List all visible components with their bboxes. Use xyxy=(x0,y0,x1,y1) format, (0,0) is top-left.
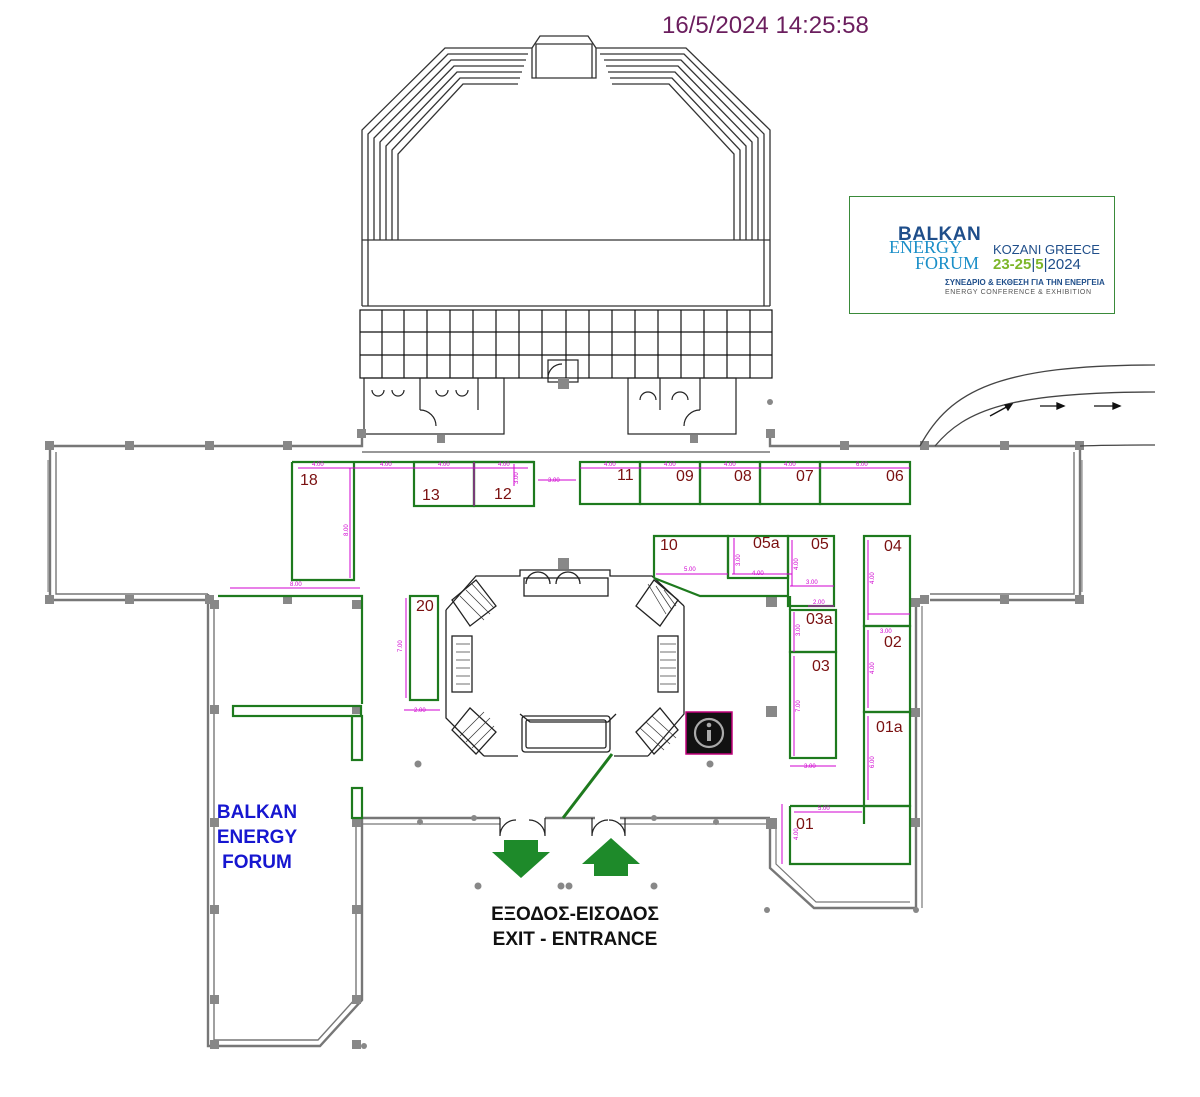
dim-02-v: 4.00 xyxy=(870,662,876,674)
booth-10: 10 xyxy=(660,537,678,554)
exit-label-greek: ΕΞΟΔΟΣ-ΕΙΣΟΔΟΣ xyxy=(491,904,659,925)
dim-09: 4.00 xyxy=(664,462,676,468)
dim-05-v: 4.00 xyxy=(794,558,800,570)
booth-20: 20 xyxy=(416,598,434,615)
dim-03a-v: 3.00 xyxy=(796,624,802,636)
dim-18-top: 4.00 xyxy=(312,462,324,468)
logo-subtitle-en: ENERGY CONFERENCE & EXHIBITION xyxy=(945,289,1092,296)
dim-06: 6.00 xyxy=(856,462,868,468)
restrooms xyxy=(363,359,737,435)
forum-area-line3: FORUM xyxy=(222,852,292,873)
logo-forum: FORUM xyxy=(915,253,980,273)
booth-13: 13 xyxy=(422,487,440,504)
stair-core xyxy=(445,569,685,757)
booth-03: 03 xyxy=(812,658,830,675)
info-icon xyxy=(693,717,725,749)
logo-date-year: 2024 xyxy=(1047,256,1081,273)
dim-01a-v: 6.00 xyxy=(870,756,876,768)
logo-date-days: 23-25 xyxy=(993,256,1032,273)
columns xyxy=(45,378,1084,1049)
dim-12-v: 3.00 xyxy=(514,472,520,484)
dim-02-w: 3.00 xyxy=(880,629,892,635)
exit-arrows xyxy=(492,838,640,878)
dim-08: 4.00 xyxy=(724,462,736,468)
logo-subtitle-gr: ΣΥΝΕΔΡΙΟ & ΕΚΘΕΣΗ ΓΙΑ ΤΗΝ ΕΝΕΡΓΕΙΑ xyxy=(945,278,1105,287)
booth-01a: 01a xyxy=(876,719,903,736)
up-arrow-icon xyxy=(582,838,640,876)
dim-18-bottom: 8.00 xyxy=(290,582,302,588)
dim-1312-b: 4.00 xyxy=(438,462,450,468)
access-road xyxy=(919,364,1156,447)
dim-07: 4.00 xyxy=(784,462,796,468)
dim-01-w: 5.00 xyxy=(818,806,830,812)
dim-20-w: 2.00 xyxy=(414,708,426,714)
exit-label-english: EXIT - ENTRANCE xyxy=(492,929,658,950)
forum-area-line2: ENERGY xyxy=(216,827,298,848)
building-walls xyxy=(47,434,1083,1048)
dim-1312-c: 4.00 xyxy=(498,462,510,468)
logo-date-month: 5 xyxy=(1035,256,1044,273)
dim-10: 5.00 xyxy=(684,567,696,573)
dim-20-v: 7.00 xyxy=(398,640,404,652)
booth-08: 08 xyxy=(734,468,752,485)
dim-01-v: 4.00 xyxy=(794,828,800,840)
booth-06: 06 xyxy=(886,468,904,485)
dim-18-v: 8.00 xyxy=(344,524,350,536)
booth-12: 12 xyxy=(494,486,512,503)
booth-01: 01 xyxy=(796,816,814,833)
forum-area-label: BALKAN ENERGY FORUM xyxy=(212,800,302,875)
walkway-line xyxy=(561,753,614,819)
booth-09: 09 xyxy=(676,468,694,485)
dimension-lines xyxy=(230,462,910,864)
dim-04-v: 4.00 xyxy=(870,572,876,584)
dim-11: 4.00 xyxy=(604,462,616,468)
info-point[interactable] xyxy=(685,711,733,755)
dim-05a-v: 3.00 xyxy=(736,554,742,566)
dimension-labels-vertical: 8.00 3.00 4.00 4.00 4.00 6.00 3.00 7.00 … xyxy=(344,472,876,840)
amphitheatre xyxy=(361,35,771,307)
stair-treads xyxy=(456,583,677,751)
booth-03a: 03a xyxy=(806,611,833,628)
booth-outlines xyxy=(218,460,912,866)
dim-03-w: 3.00 xyxy=(804,764,816,770)
booth-05: 05 xyxy=(811,536,829,553)
road-arrows xyxy=(989,402,1122,417)
booth-05a: 05a xyxy=(753,535,780,552)
dim-03-v: 7.00 xyxy=(796,700,802,712)
down-arrow-icon xyxy=(492,840,550,878)
dimension-labels: 4.00 4.00 4.00 4.00 3.00 4.00 4.00 4.00 … xyxy=(290,462,892,812)
dim-05: 3.00 xyxy=(806,580,818,586)
logo-balkan: BALKAN xyxy=(898,224,982,245)
timestamp: 16/5/2024 14:25:58 xyxy=(662,12,869,39)
entrance-doors xyxy=(499,818,626,837)
booth-18: 18 xyxy=(300,472,318,489)
event-logo-box xyxy=(849,196,1115,314)
booth-11: 11 xyxy=(617,467,634,484)
booth-labels: 18 13 12 11 09 08 07 06 10 05a 05 04 03a… xyxy=(300,467,904,833)
forum-area-line1: BALKAN xyxy=(216,802,298,823)
dim-1312-a: 4.00 xyxy=(380,462,392,468)
seating-grid xyxy=(359,309,773,379)
logo-energy: ENERGY xyxy=(889,237,962,257)
logo-date: 23-25|5|2024 xyxy=(993,256,1081,273)
booth-04: 04 xyxy=(884,538,902,555)
logo-city: KOZANI GREECE xyxy=(993,242,1100,257)
dim-gap: 3.00 xyxy=(548,478,560,484)
booth-02: 02 xyxy=(884,634,902,651)
booth-07: 07 xyxy=(796,468,814,485)
dim-05a: 4.00 xyxy=(752,571,764,577)
dim-03a-w: 2.00 xyxy=(813,600,825,606)
